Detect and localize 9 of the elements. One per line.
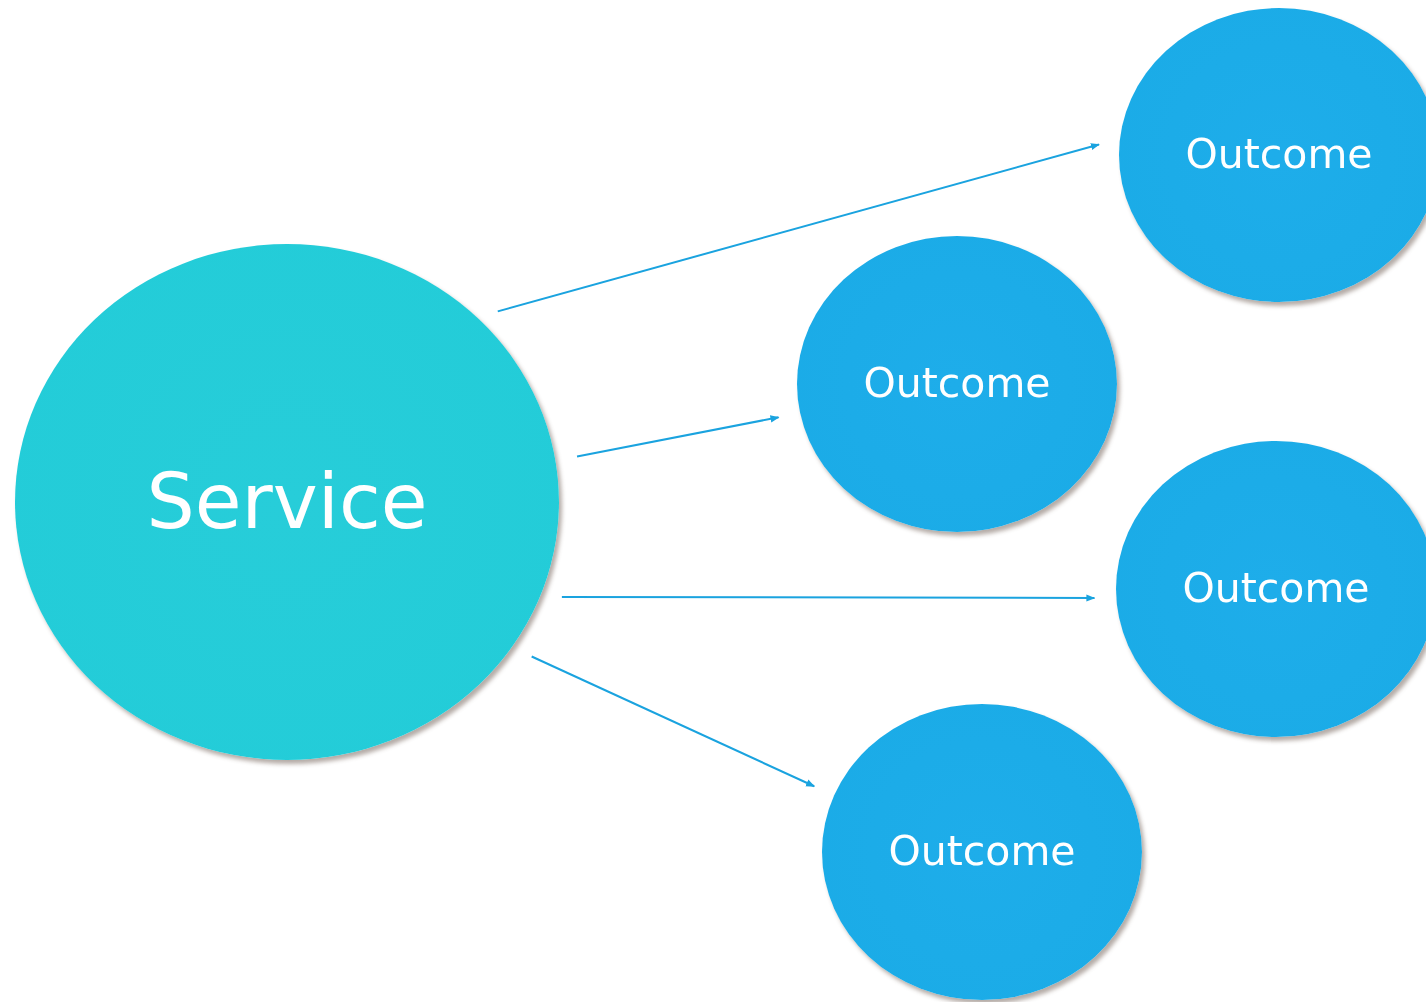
arrow — [560, 594, 1096, 602]
node-label: Outcome — [1182, 566, 1370, 612]
arrow — [576, 415, 780, 458]
node-label: Service — [146, 460, 428, 544]
arrow — [496, 143, 1100, 313]
node-label: Outcome — [888, 829, 1076, 875]
arrow — [530, 655, 816, 788]
node-label: Outcome — [863, 361, 1051, 407]
node-label: Outcome — [1185, 132, 1373, 178]
